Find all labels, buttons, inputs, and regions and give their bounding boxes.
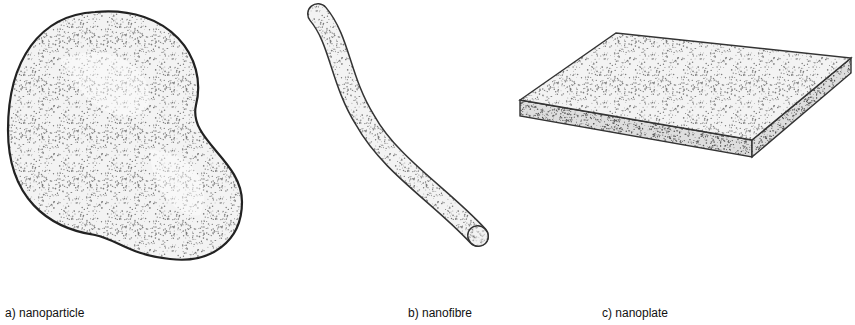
nanofibre-outline [318,14,478,236]
nanofibre-body [318,14,478,236]
nanoplate-top [520,33,851,140]
highlight [60,52,204,215]
nanoparticle-shape [8,11,242,259]
panel-label: a) nanoparticle [5,306,84,320]
panel-label: c) nanoplate [602,306,668,320]
nanofibre-end [464,222,493,251]
panel-label: b) nanofibre [408,306,472,320]
